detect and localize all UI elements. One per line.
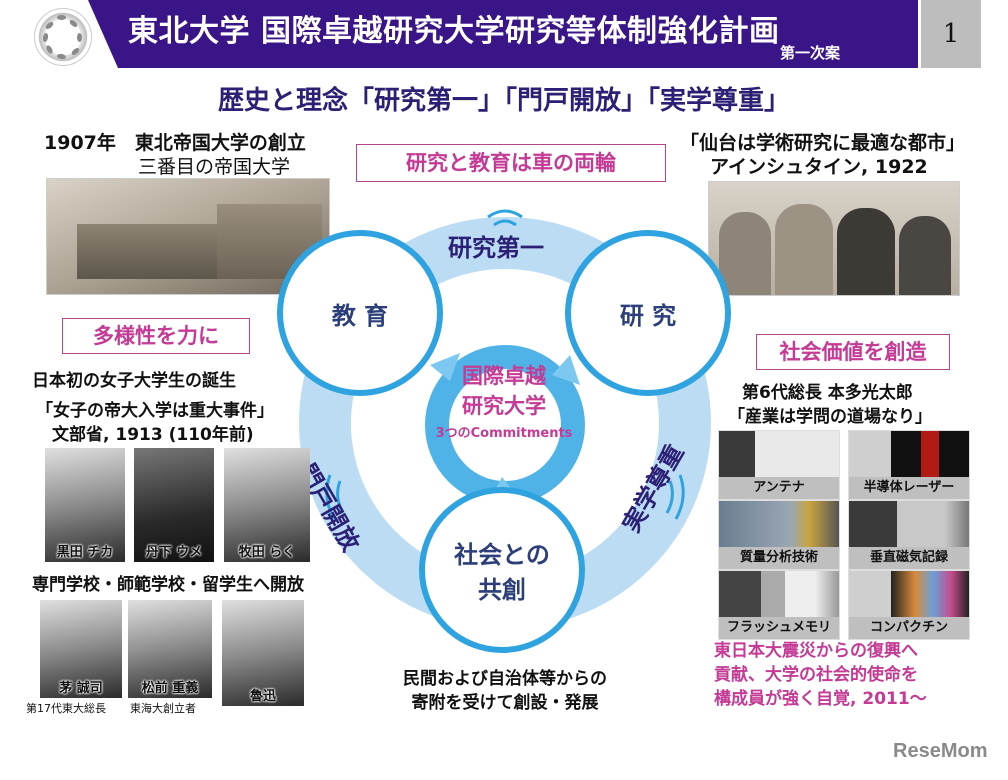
signal-icon-top: [487, 209, 523, 219]
society-circle: [419, 487, 585, 653]
honda-title: 第6代総長 本多光太郎: [742, 383, 913, 403]
open-admission-heading: 専門学校・師範学校・留学生へ開放: [32, 575, 304, 595]
page-title: 東北大学 国際卓越研究大学研究等体制強化計画: [128, 14, 780, 49]
center-label-1: 国際卓越: [462, 364, 546, 388]
cycle-arrow-icon: [430, 353, 460, 381]
matsumae-role: 東海大創立者: [130, 702, 196, 715]
cycle-arrow-icon: [552, 355, 580, 385]
signal-icon-left: [325, 474, 336, 520]
resemom-watermark: ReseMom: [893, 740, 988, 762]
portrait-makita: 牧田 らく: [224, 448, 310, 562]
kaya-role: 第17代東大総長: [26, 702, 106, 715]
tech-compactin: コンパクチン: [848, 570, 970, 640]
portrait-kuroda: 黒田 チカ: [45, 448, 125, 562]
tech-flash-memory: フラッシュメモリ: [718, 570, 840, 640]
portrait-matsumae: 松前 重義: [128, 600, 212, 698]
arc-label-research-first: 研究第一: [448, 234, 544, 262]
center-label-commitments: 3つのCommitments: [435, 426, 573, 441]
society-label-1: 社会との: [454, 541, 550, 569]
tech-antenna: アンテナ: [718, 430, 840, 500]
old-university-building-photo: [46, 178, 330, 295]
einstein-attribution: アインシュタイン, 1922: [710, 156, 928, 178]
recovery-text-3: 構成員が強く自覚, 2011〜: [714, 689, 927, 709]
honda-quote: 「産業は学問の道場なり」: [728, 407, 932, 427]
main-heading: 歴史と理念「研究第一」「門戸開放」「実学尊重」: [217, 86, 790, 116]
recovery-text-1: 東日本大震災からの復興へ: [714, 641, 918, 661]
wheel-box: 研究と教育は車の両輪: [356, 144, 666, 182]
research-circle: [565, 230, 731, 396]
portrait-kaya: 茅 誠司: [40, 600, 122, 698]
header-band: [88, 0, 918, 68]
first-female-students: 日本初の女子大学生の誕生: [32, 371, 236, 391]
founding-subheading: 三番目の帝国大学: [138, 156, 291, 178]
einstein-group-photo: [708, 181, 960, 296]
tech-perpendicular-magnetic-recording: 垂直磁気記録: [848, 500, 970, 570]
donation-text-1: 民間および自治体等からの: [403, 669, 607, 689]
donation-text-2: 寄附を受けて創設・発展: [411, 693, 599, 713]
founding-heading: 1907年 東北帝国大学の創立: [44, 132, 306, 154]
ministry-quote: 「女子の帝大入学は重大事件」: [36, 401, 274, 421]
university-crest-logo: [34, 8, 92, 66]
center-label-2: 研究大学: [462, 394, 546, 418]
tech-semiconductor-laser: 半導体レーザー: [848, 430, 970, 500]
ministry-year: 文部省, 1913 (110年前): [52, 425, 254, 445]
education-label: 教 育: [331, 302, 389, 330]
recovery-text-2: 貢献、大学の社会的使命を: [714, 665, 918, 685]
cycle-diagram: [277, 209, 731, 653]
draft-label: 第一次案: [780, 44, 841, 62]
social-value-box: 社会価値を創造: [756, 334, 950, 370]
page-number: 1: [921, 0, 981, 68]
education-circle: [277, 230, 443, 396]
portrait-lu-xun: 魯迅: [222, 600, 304, 706]
signal-icon-right: [674, 474, 685, 520]
research-label: 研 究: [619, 302, 677, 330]
tech-mass-spectrometry: 質量分析技術: [718, 500, 840, 570]
society-label-2: 共創: [478, 576, 526, 604]
portrait-tange: 丹下 ウメ: [134, 448, 214, 562]
einstein-quote: 「仙台は学術研究に最適な都市」: [680, 132, 966, 154]
diversity-box: 多様性を力に: [62, 318, 250, 354]
